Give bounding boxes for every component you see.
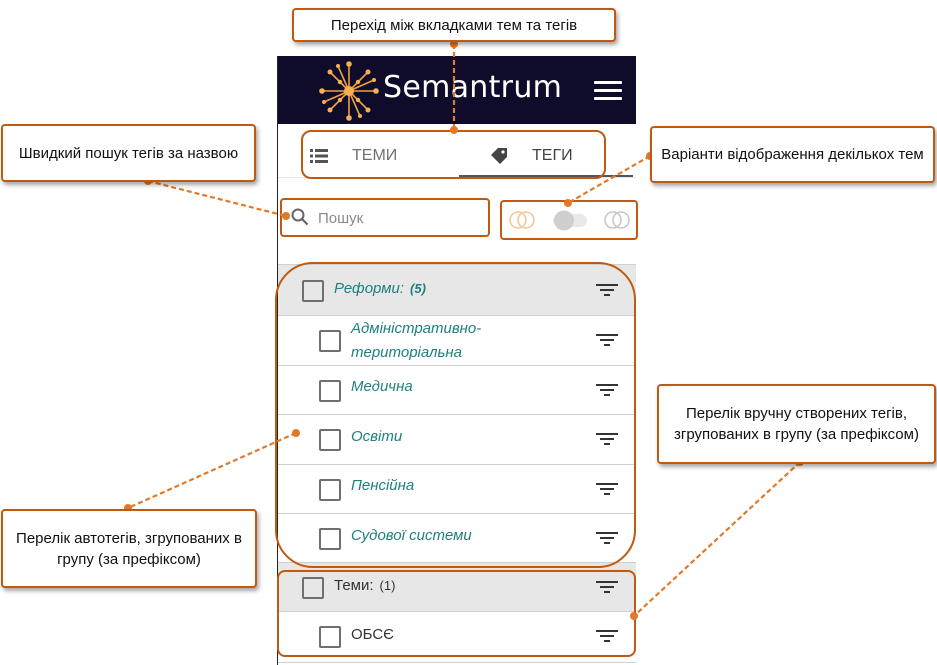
- tab-themes-label: ТЕМИ: [352, 147, 398, 164]
- tag-row[interactable]: Медична: [278, 365, 636, 415]
- callout-manual-tags: Перелік вручну створених тегів, згрупова…: [657, 384, 936, 464]
- filter-icon[interactable]: [596, 431, 618, 447]
- group-count: (1): [379, 578, 396, 593]
- group-checkbox[interactable]: [302, 577, 324, 599]
- intersection-view-icon[interactable]: [509, 211, 535, 229]
- tag-label: ОБСЄ: [351, 626, 394, 643]
- union-view-icon[interactable]: [604, 211, 630, 229]
- filter-icon[interactable]: [596, 282, 618, 298]
- tag-checkbox[interactable]: [319, 380, 341, 402]
- search-box: [283, 200, 486, 234]
- tab-tags[interactable]: ТЕГИ: [490, 138, 573, 174]
- group-checkbox[interactable]: [302, 280, 324, 302]
- search-icon: [291, 208, 309, 226]
- app-header: Semantrum: [278, 56, 636, 124]
- tag-checkbox[interactable]: [319, 479, 341, 501]
- view-mode-switch[interactable]: [553, 210, 587, 231]
- tag-group-themes[interactable]: Теми:(1): [278, 562, 636, 611]
- tabs-divider: [278, 177, 636, 178]
- app-left-border: [277, 56, 278, 665]
- tag-group-reforms[interactable]: Реформи:(5): [278, 264, 636, 315]
- filter-icon[interactable]: [596, 628, 618, 644]
- tag-label: Судової системи: [351, 527, 472, 544]
- list-icon: [310, 149, 328, 163]
- tag-row[interactable]: Судової системи: [278, 513, 636, 562]
- tag-checkbox[interactable]: [319, 528, 341, 550]
- tag-label: Освіти: [351, 428, 403, 445]
- semantrum-logo-icon: [319, 61, 379, 121]
- tag-label: Адміністративно-територіальна: [351, 320, 482, 361]
- tag-icon: [491, 148, 507, 164]
- group-label: Теми:(1): [334, 577, 396, 594]
- callout-display-variants: Варіанти відображення декількох тем: [650, 126, 935, 183]
- group-count: (5): [410, 281, 426, 296]
- tag-row[interactable]: Освіти: [278, 414, 636, 465]
- tab-themes[interactable]: ТЕМИ: [310, 138, 397, 174]
- filter-icon[interactable]: [596, 579, 618, 595]
- view-toggle: [509, 210, 630, 231]
- tab-tags-label: ТЕГИ: [532, 147, 573, 164]
- filter-icon[interactable]: [596, 481, 618, 497]
- group-label: Реформи:(5): [334, 280, 426, 297]
- hamburger-menu-icon[interactable]: [594, 81, 622, 101]
- tag-label: Медична: [351, 378, 413, 395]
- tag-row[interactable]: Пенсійна: [278, 464, 636, 514]
- filter-icon[interactable]: [596, 332, 618, 348]
- tag-row[interactable]: ОБСЄ: [278, 611, 636, 663]
- callout-quick-search: Швидкий пошук тегів за назвою: [1, 124, 256, 182]
- tag-checkbox[interactable]: [319, 429, 341, 451]
- tag-row[interactable]: Адміністративно-територіальна: [278, 315, 636, 365]
- active-tab-indicator: [459, 175, 633, 177]
- filter-icon[interactable]: [596, 530, 618, 546]
- callout-tabs-switch: Перехід між вкладками тем та тегів: [292, 8, 616, 42]
- brand-name: Semantrum: [383, 70, 563, 105]
- search-input[interactable]: [316, 206, 480, 230]
- callout-auto-tags: Перелік автотегів, згрупованих в групу (…: [1, 509, 257, 588]
- tag-checkbox[interactable]: [319, 626, 341, 648]
- tag-label: Пенсійна: [351, 477, 415, 494]
- filter-icon[interactable]: [596, 382, 618, 398]
- tag-checkbox[interactable]: [319, 330, 341, 352]
